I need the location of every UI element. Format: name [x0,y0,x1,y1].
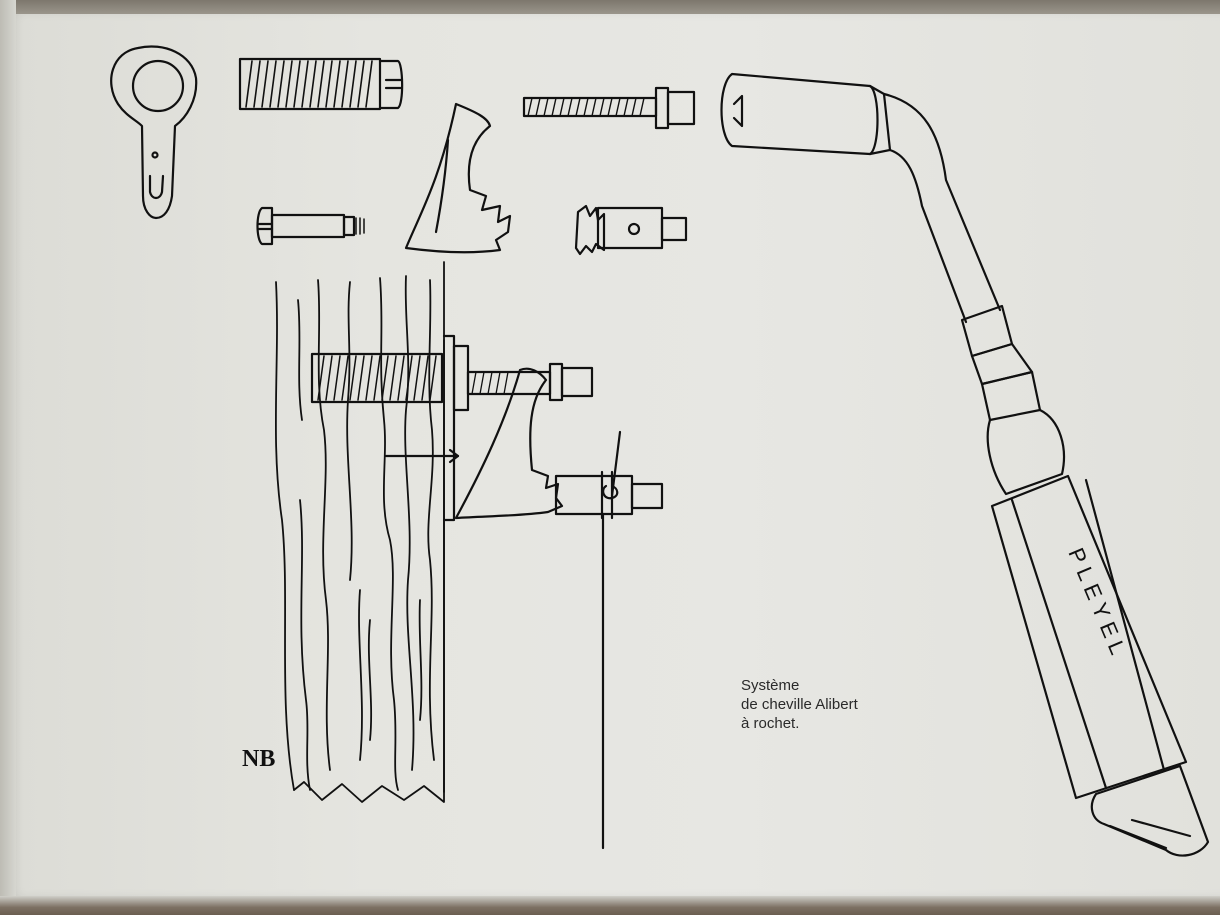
page-sheet [8,14,1220,896]
caption-line-2: de cheville Alibert [741,696,858,713]
table-edge [0,896,1220,915]
figure-caption: Système de cheville Alibert à rochet. [741,676,961,733]
artist-monogram: NB [242,746,275,772]
caption-line-3: à rochet. [741,715,800,732]
ratchet-blade-part [404,102,512,254]
ratchet-collar-part [574,204,688,256]
binding-edge [0,0,16,915]
wooden-pin-block [274,261,445,803]
pleyel-brand-label: PLEYEL [1063,544,1133,663]
monogram-text: NB [242,746,275,772]
caption-line-1: Système [741,677,800,694]
ring-lever-part [110,45,198,220]
threaded-rod-with-collar [522,86,696,130]
tuning-hammer: PLEYEL [720,72,1210,857]
large-threaded-screw [238,57,404,111]
small-slotted-pin [256,206,365,246]
assembled-peg-mechanism [310,334,664,850]
